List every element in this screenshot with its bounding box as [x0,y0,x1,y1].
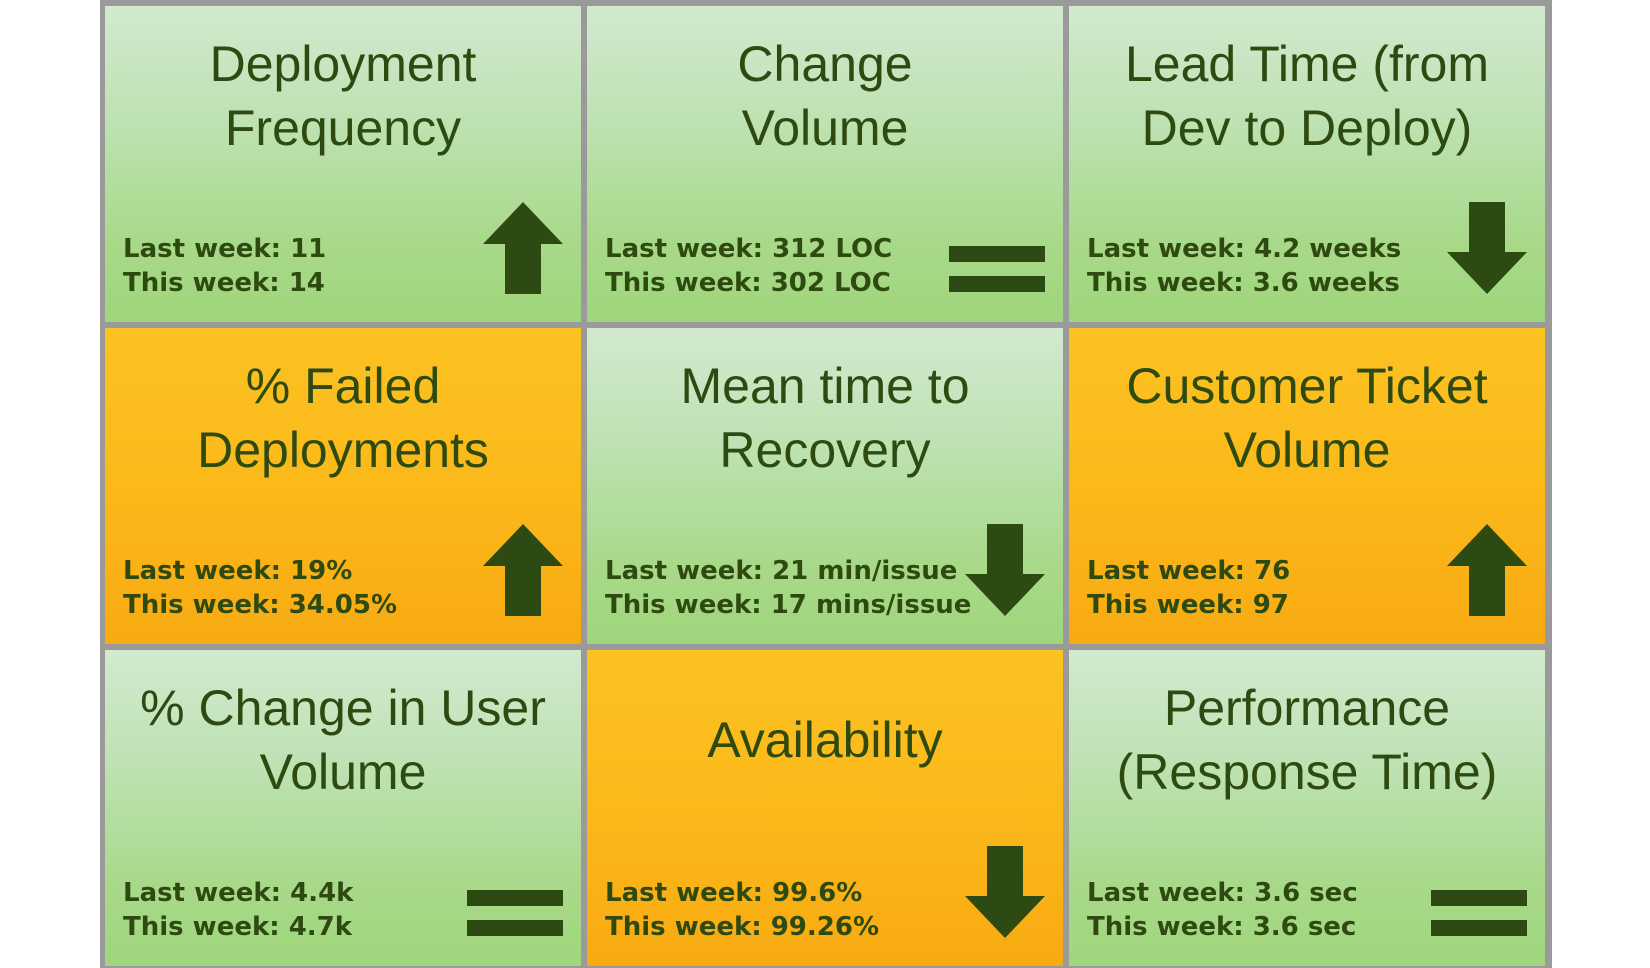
tile-change-volume: Change Volume Last week: 312 LOC This we… [587,6,1063,322]
equals-icon [1431,890,1527,936]
tile-performance: Performance (Response Time) Last week: 3… [1069,650,1545,966]
last-week-value: Last week: 19% [123,556,353,586]
this-week-value: This week: 14 [123,268,325,298]
last-week-value: Last week: 4.2 weeks [1087,234,1402,264]
tile-title-line1: % Failed [245,358,441,414]
this-week-value: This week: 97 [1087,590,1289,620]
tile-stats: Last week: 4.2 weeks This week: 3.6 week… [1087,232,1401,300]
last-week-value: Last week: 4.4k [123,878,354,908]
tile-stats: Last week: 76 This week: 97 [1087,554,1290,622]
tile-title-line2: Deployments [197,422,489,478]
last-week-value: Last week: 11 [123,234,327,264]
down-arrow-icon [965,846,1045,938]
tile-title: Availability [587,708,1063,772]
last-week-value: Last week: 76 [1087,556,1291,586]
tile-title-line1: Availability [707,712,943,768]
tile-stats: Last week: 3.6 sec This week: 3.6 sec [1087,876,1358,944]
tile-title: Lead Time (from Dev to Deploy) [1069,32,1545,160]
this-week-value: This week: 302 LOC [605,268,891,298]
tile-title-line1: Mean time to [680,358,970,414]
tile-stats: Last week: 99.6% This week: 99.26% [605,876,879,944]
tile-stats: Last week: 4.4k This week: 4.7k [123,876,353,944]
tile-title-line1: Lead Time (from [1124,36,1489,92]
tile-failed-deployments: % Failed Deployments Last week: 19% This… [105,328,581,644]
equals-icon [467,890,563,936]
tile-title: Performance (Response Time) [1069,676,1545,804]
tile-title-line2: Recovery [719,422,931,478]
tile-title: Deployment Frequency [105,32,581,160]
last-week-value: Last week: 312 LOC [605,234,893,264]
tile-stats: Last week: 312 LOC This week: 302 LOC [605,232,892,300]
this-week-value: This week: 99.26% [605,912,880,942]
tile-availability: Availability Last week: 99.6% This week:… [587,650,1063,966]
tile-title-line2: Volume [741,100,909,156]
tile-stats: Last week: 11 This week: 14 [123,232,326,300]
down-arrow-icon [965,524,1045,616]
up-arrow-icon [483,524,563,616]
tile-title-line1: Change [737,36,913,92]
tile-title-line1: Customer Ticket [1126,358,1488,414]
tile-title-line2: Volume [1223,422,1391,478]
equals-icon [949,246,1045,292]
tile-title-line2: (Response Time) [1116,744,1498,800]
tile-title: % Change in User Volume [105,676,581,804]
tile-title: Mean time to Recovery [587,354,1063,482]
tile-title-line2: Frequency [224,100,462,156]
tile-lead-time: Lead Time (from Dev to Deploy) Last week… [1069,6,1545,322]
this-week-value: This week: 3.6 weeks [1087,268,1400,298]
tile-title-line1: % Change in User [140,680,546,736]
tile-title-line2: Dev to Deploy) [1141,100,1473,156]
tile-title: Change Volume [587,32,1063,160]
this-week-value: This week: 17 mins/issue [605,590,972,620]
tile-mean-time-to-recovery: Mean time to Recovery Last week: 21 min/… [587,328,1063,644]
last-week-value: Last week: 21 min/issue [605,556,958,586]
tile-title-line2: Volume [259,744,427,800]
metrics-dashboard: Deployment Frequency Last week: 11 This … [100,0,1552,968]
tile-stats: Last week: 19% This week: 34.05% [123,554,397,622]
last-week-value: Last week: 99.6% [605,878,863,908]
this-week-value: This week: 34.05% [123,590,398,620]
tile-title-line1: Performance [1163,680,1451,736]
this-week-value: This week: 3.6 sec [1087,912,1357,942]
tile-deployment-frequency: Deployment Frequency Last week: 11 This … [105,6,581,322]
tile-title-line1: Deployment [209,36,477,92]
tile-title: % Failed Deployments [105,354,581,482]
tile-title: Customer Ticket Volume [1069,354,1545,482]
up-arrow-icon [1447,524,1527,616]
tile-stats: Last week: 21 min/issue This week: 17 mi… [605,554,971,622]
last-week-value: Last week: 3.6 sec [1087,878,1358,908]
up-arrow-icon [483,202,563,294]
tile-user-volume-change: % Change in User Volume Last week: 4.4k … [105,650,581,966]
this-week-value: This week: 4.7k [123,912,353,942]
down-arrow-icon [1447,202,1527,294]
tile-customer-ticket-volume: Customer Ticket Volume Last week: 76 Thi… [1069,328,1545,644]
